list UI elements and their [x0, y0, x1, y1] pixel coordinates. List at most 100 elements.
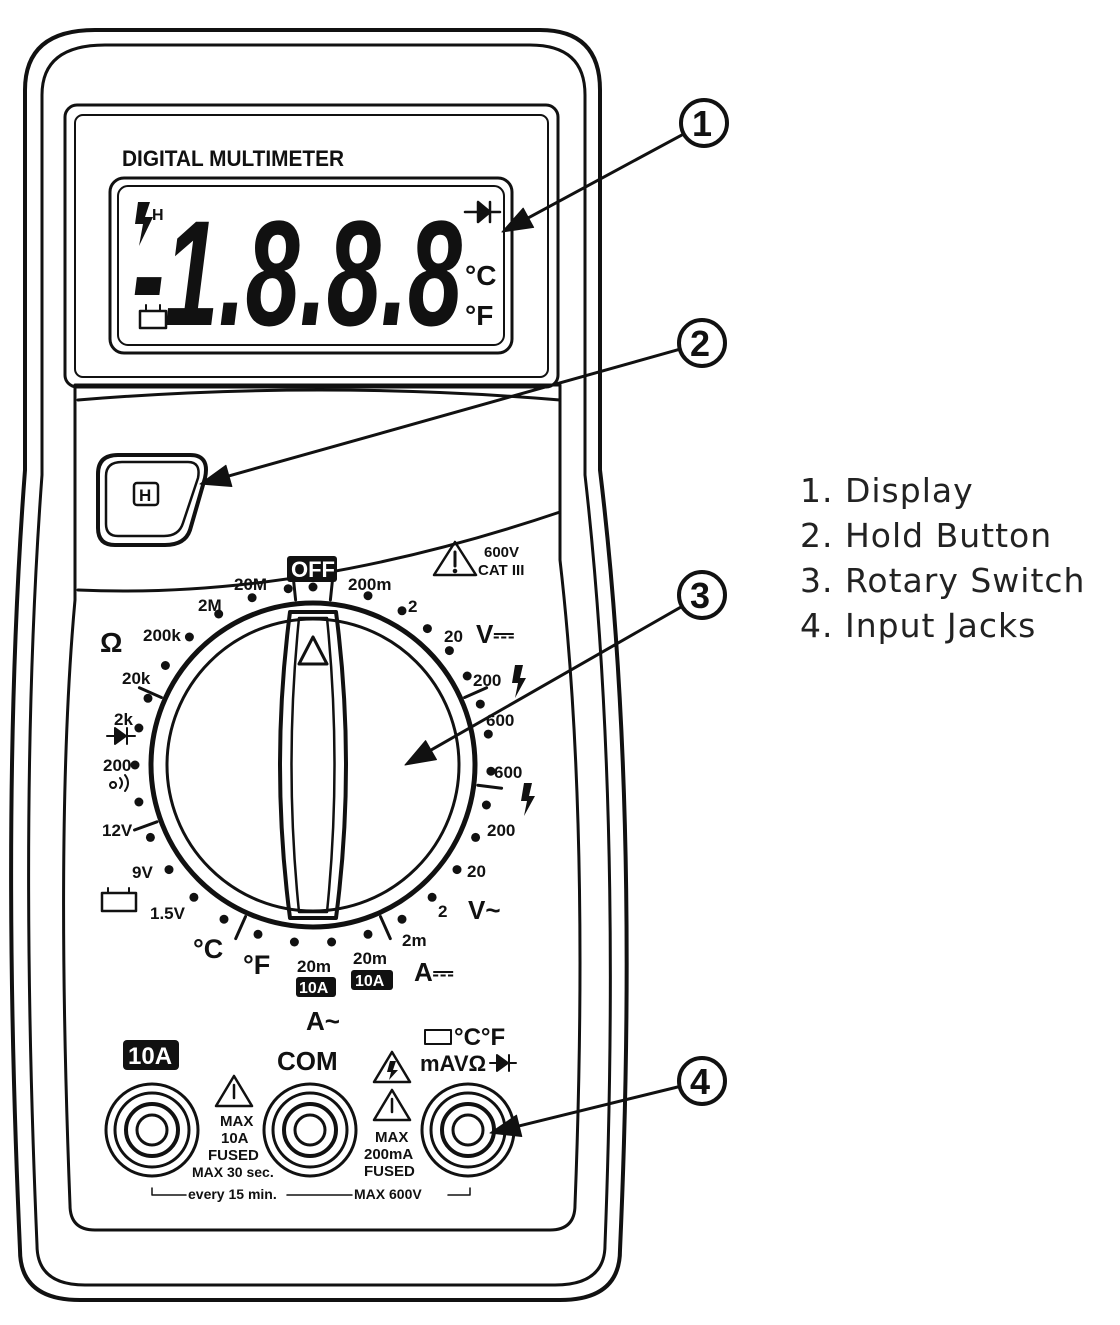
left-max-1: MAX: [220, 1113, 253, 1130]
dial-lightning-icon-2: [521, 783, 535, 816]
jack-10a-badge: [123, 1040, 179, 1070]
dial-20ma-ac: 20m: [297, 957, 331, 976]
dial-2m: 2M: [198, 596, 222, 615]
dial-20k: 20k: [122, 669, 151, 688]
dial-dots: [130, 582, 496, 947]
dial-position-dot: [130, 760, 140, 770]
dial-200k: 200k: [143, 626, 181, 645]
dial-position-dot: [397, 606, 407, 616]
dial-acv-200: 200: [487, 821, 515, 840]
dial-position-dot: [308, 582, 318, 592]
dial-range-separator: [379, 915, 392, 941]
jack-diode-icon: [489, 1054, 517, 1072]
callout-1-number: 1: [692, 103, 712, 144]
dial-range-separator: [234, 915, 247, 941]
dial-position-dot: [462, 671, 472, 681]
left-max-4: MAX 30 sec.: [192, 1164, 274, 1180]
dial-position-dot: [422, 624, 432, 634]
lcd-high-voltage-icon: [135, 202, 153, 246]
jack-10a[interactable]: [104, 1082, 200, 1178]
legend-item-display: 1. Display: [800, 471, 974, 510]
callout-3-number: 3: [690, 575, 710, 616]
callout-arrowhead-2: [199, 464, 233, 487]
dial-acv-600: 600: [494, 763, 522, 782]
dial-continuity-200: 200: [103, 756, 131, 775]
callout-leader-4: [517, 1085, 682, 1128]
dial-position-dot: [475, 699, 485, 709]
dial-position-dot: [363, 929, 373, 939]
callout-arrowhead-1: [501, 207, 535, 233]
dial-ticks: [133, 574, 504, 941]
right-max-2: 200mA: [364, 1146, 413, 1163]
dial-acv-20: 20: [467, 862, 486, 881]
dial-2ma: 2m: [402, 931, 427, 950]
dial-range-separator: [476, 783, 504, 790]
jack-warning-icon-3: [372, 1088, 412, 1122]
dial-dca-symbol: A⎓: [414, 957, 454, 987]
dial-position-dot: [327, 937, 337, 947]
lcd-diode-icon: [463, 200, 502, 224]
dial-20m: 20M: [234, 575, 267, 594]
right-max-3: FUSED: [364, 1163, 415, 1180]
warning-triangle-icon: [432, 540, 478, 577]
callout-circle-1: [679, 98, 729, 148]
lcd-fahrenheit: °F: [465, 300, 493, 331]
dial-fahrenheit: °F: [243, 950, 270, 980]
jack-com-label: COM: [277, 1046, 338, 1076]
left-max-2: 10A: [221, 1130, 249, 1147]
jack-temperature-symbols: °C°F: [454, 1024, 505, 1051]
jack-10a-label: 10A: [128, 1043, 172, 1070]
callout-leader-1: [526, 132, 686, 220]
dial-position-dot: [160, 661, 170, 670]
dial-position-dot: [483, 729, 493, 739]
dial-position-dot: [164, 865, 174, 875]
legend-item-input-jacks: 4. Input Jacks: [800, 606, 1037, 645]
lcd-battery-icon: [138, 309, 168, 330]
dial-position-dot: [145, 832, 155, 842]
right-max-1: MAX: [375, 1129, 408, 1146]
panel-lip: [76, 388, 562, 402]
dial-10a-badge: [296, 977, 336, 997]
dial-9v: 9V: [132, 863, 153, 882]
warning-voltage: 600V: [484, 544, 519, 561]
dial-position-dot: [214, 609, 224, 619]
dial-range-separator: [137, 686, 163, 699]
dial-20ma-dc: 20m: [353, 949, 387, 968]
jack-battery-icon: [424, 1029, 452, 1045]
dial-position-dot: [247, 593, 257, 603]
rotary-switch-outer[interactable]: [148, 600, 478, 930]
dial-position-dot: [253, 929, 263, 939]
callout-leader-2: [227, 347, 682, 478]
dial-dcv-20: 20: [444, 627, 463, 646]
hold-button[interactable]: [96, 453, 208, 547]
dial-position-dot: [283, 584, 293, 594]
dial-position-dot: [134, 797, 144, 807]
jack-warning-icon: [214, 1074, 254, 1108]
jack-com[interactable]: [262, 1082, 358, 1178]
dial-acv-2: 2: [438, 902, 447, 921]
legend-item-rotary-switch: 3. Rotary Switch: [800, 561, 1086, 600]
callout-circle-4: [677, 1056, 727, 1106]
lcd-screen-inner: [117, 185, 505, 346]
dial-position-dot: [486, 766, 496, 776]
lcd-reading: -1.8.8.8: [132, 189, 462, 357]
dial-12v: 12V: [102, 821, 133, 840]
lcd-screen: [108, 176, 514, 355]
hold-button-label: H: [139, 486, 151, 505]
dial-diode-icon: [106, 727, 136, 745]
dial-dcv-200: 200: [473, 671, 501, 690]
dial-10a-label: 10A: [299, 980, 329, 997]
dial-range-separator: [133, 820, 159, 832]
dial-celsius: °C: [193, 934, 223, 964]
rotary-switch-knob-inner: [290, 616, 336, 914]
warning-category: CAT III: [478, 562, 524, 579]
pointer-triangle-icon: [297, 635, 329, 666]
dial-position-dot: [134, 723, 144, 733]
rotary-switch-knob[interactable]: [278, 610, 348, 920]
dial-2k: 2k: [114, 710, 133, 729]
jack-warning-icon-2: [372, 1050, 412, 1084]
display-bezel-inner: [74, 114, 549, 378]
dial-position-dot: [427, 892, 437, 902]
dial-lightning-icon: [512, 665, 526, 698]
